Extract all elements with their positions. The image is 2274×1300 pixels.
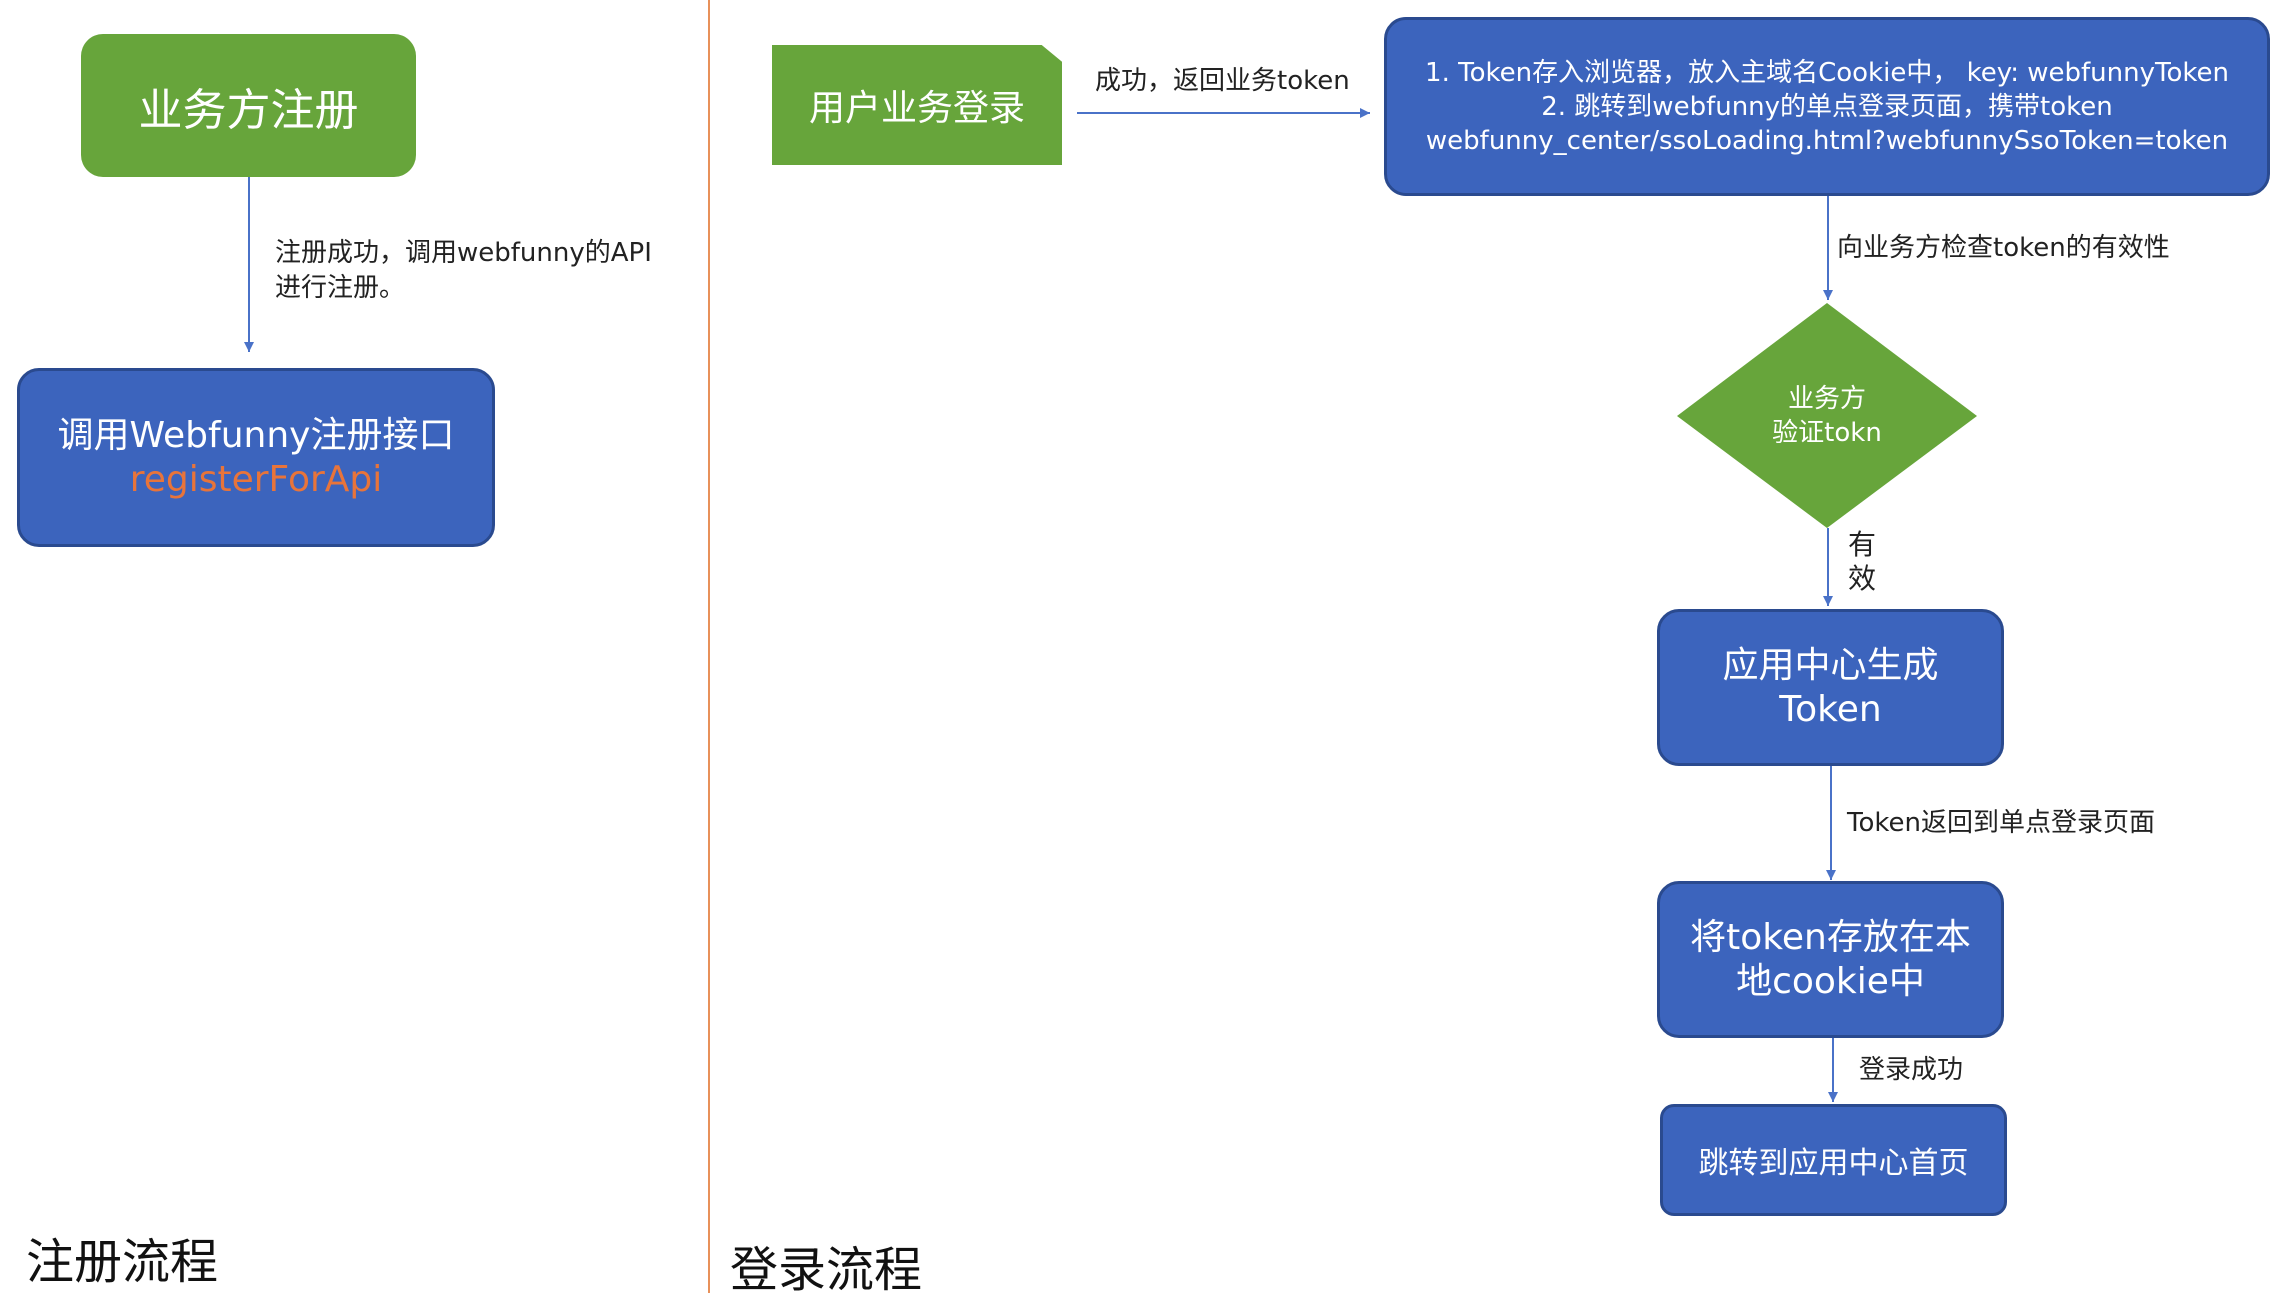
login-start-node: 用户业务登录 (772, 45, 1062, 165)
register-start-label: 业务方注册 (138, 84, 359, 136)
register-api-label: 调用Webfunny注册接口 (57, 414, 455, 456)
generate-token-line1: 应用中心生成 (1722, 644, 1939, 686)
login-edge-valid: 有 效 (1848, 528, 1876, 596)
login-edge-success: 成功，返回业务token (1095, 66, 1350, 96)
info-step-1: 1. Token存入浏览器，放入主域名Cookie中， key: webfunn… (1425, 57, 2229, 88)
register-edge-label-line2: 进行注册。 (275, 273, 406, 303)
register-edge-label: 注册成功，调用webfunny的API 进行注册。 (275, 236, 652, 306)
login-edge-check: 向业务方检查token的有效性 (1837, 233, 2170, 263)
login-edge-ok: 登录成功 (1859, 1055, 1964, 1085)
register-api-node: 调用Webfunny注册接口 registerForApi (17, 368, 495, 547)
diamond-line-2: 验证tokn (1772, 418, 1882, 448)
store-cookie-node: 将token存放在本 地cookie中 (1657, 881, 2004, 1038)
section-divider (708, 0, 710, 1293)
info-step-2: 2. 跳转到webfunny的单点登录页面，携带token (1541, 91, 2113, 122)
store-cookie-line1: 将token存放在本 (1690, 916, 1971, 958)
register-api-method: registerForApi (129, 458, 383, 500)
diamond-line-1: 业务方 (1787, 384, 1866, 414)
final-home-label: 跳转到应用中心首页 (1698, 1146, 1969, 1181)
login-start-label: 用户业务登录 (808, 88, 1025, 129)
register-flow-title: 注册流程 (26, 1234, 219, 1290)
diamond-verify-shape (1677, 303, 1977, 528)
register-edge-label-line1: 注册成功，调用webfunny的API (275, 238, 652, 268)
login-edge-return: Token返回到单点登录页面 (1847, 808, 2155, 838)
generate-token-node: 应用中心生成 Token (1657, 609, 2004, 766)
login-info-node: 1. Token存入浏览器，放入主域名Cookie中， key: webfunn… (1384, 17, 2270, 196)
generate-token-line2: Token (1779, 688, 1882, 730)
final-home-node: 跳转到应用中心首页 (1660, 1104, 2007, 1216)
edge-valid-char-2: 效 (1848, 562, 1877, 595)
store-cookie-line2: 地cookie中 (1736, 960, 1925, 1002)
register-start-node: 业务方注册 (81, 34, 416, 177)
verify-diamond-label: 业务方 验证tokn (1697, 366, 1957, 466)
info-sso-url: webfunny_center/ssoLoading.html?webfunny… (1425, 125, 2229, 156)
edge-valid-char-1: 有 (1848, 528, 1877, 561)
login-flow-title: 登录流程 (730, 1242, 923, 1298)
